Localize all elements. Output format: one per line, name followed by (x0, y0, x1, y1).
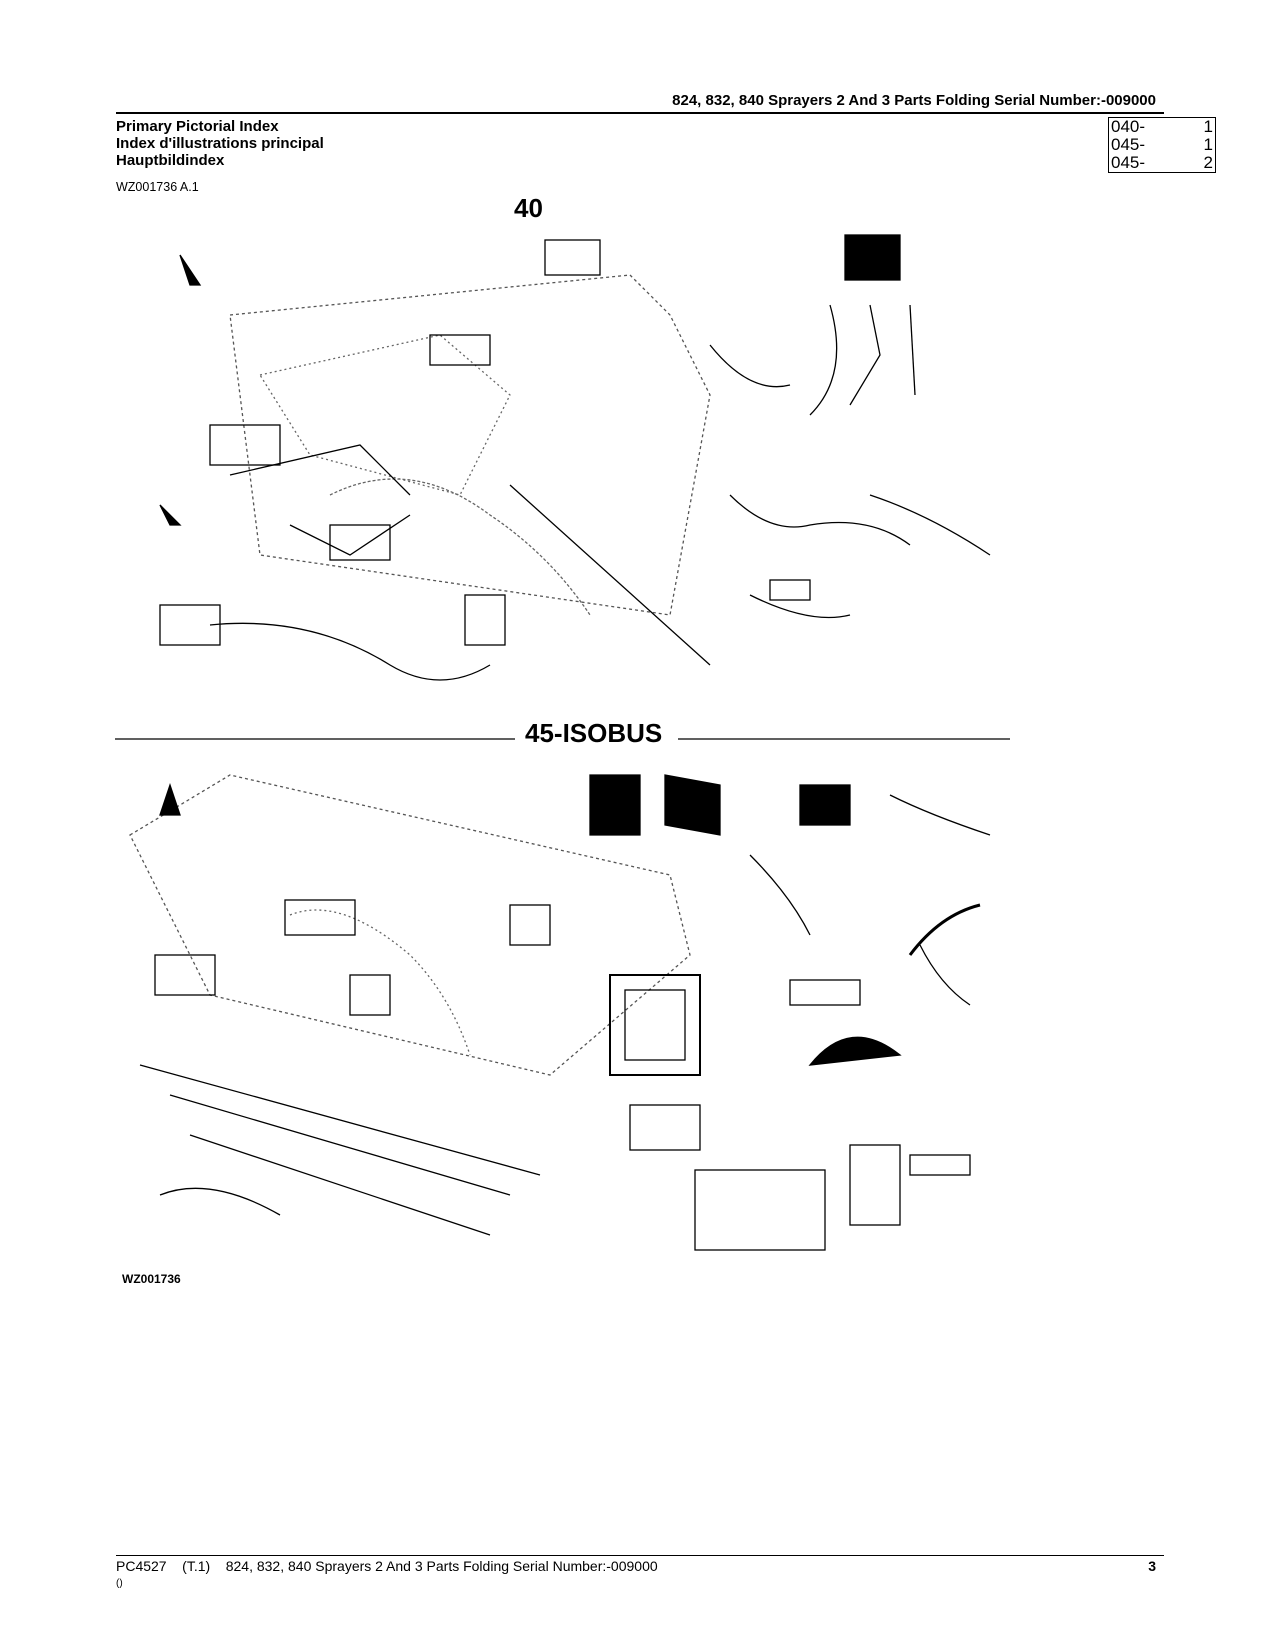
reference-table: 040- 1 045- 1 045- 2 (1108, 117, 1216, 173)
figure-label: WZ001736 (122, 1272, 181, 1286)
figure-id: WZ001736 A.1 (116, 180, 199, 194)
footer-revision: (T.1) (182, 1558, 211, 1574)
index-title-en: Primary Pictorial Index (116, 118, 279, 135)
page-number: 3 (1148, 1558, 1156, 1574)
index-title-de: Hauptbildindex (116, 152, 225, 169)
reference-row: 040- 1 (1109, 118, 1216, 137)
reference-page: 1 (1203, 135, 1213, 154)
footer-subtext: () (116, 1578, 123, 1589)
reference-page: 2 (1203, 153, 1213, 172)
section-45-drawing (129, 774, 991, 1251)
footer-title: 824, 832, 840 Sprayers 2 And 3 Parts Fol… (225, 1558, 658, 1574)
page-header-title: 824, 832, 840 Sprayers 2 And 3 Parts Fol… (672, 92, 1156, 109)
section-label-45-isobus: 45-ISOBUS (525, 718, 662, 748)
parts-illustration: 40 45-ISOBUS WZ001736 (115, 195, 1010, 1286)
reference-page: 1 (1203, 117, 1213, 136)
reference-code: 040- (1111, 117, 1146, 136)
footer-divider (116, 1555, 1164, 1556)
section-40-drawing (159, 234, 991, 681)
header-divider (116, 112, 1164, 114)
reference-row: 045- 1 (1109, 136, 1216, 154)
footer-doc-number: PC4527 (116, 1558, 167, 1574)
section-label-40: 40 (514, 195, 543, 223)
footer-info: PC4527 (T.1) 824, 832, 840 Sprayers 2 An… (116, 1558, 658, 1574)
reference-code: 045- (1111, 135, 1146, 154)
index-title-fr: Index d'illustrations principal (116, 135, 324, 152)
index-titles: Primary Pictorial Index Index d'illustra… (116, 118, 324, 169)
reference-row: 045- 2 (1109, 154, 1216, 173)
reference-code: 045- (1111, 153, 1146, 172)
